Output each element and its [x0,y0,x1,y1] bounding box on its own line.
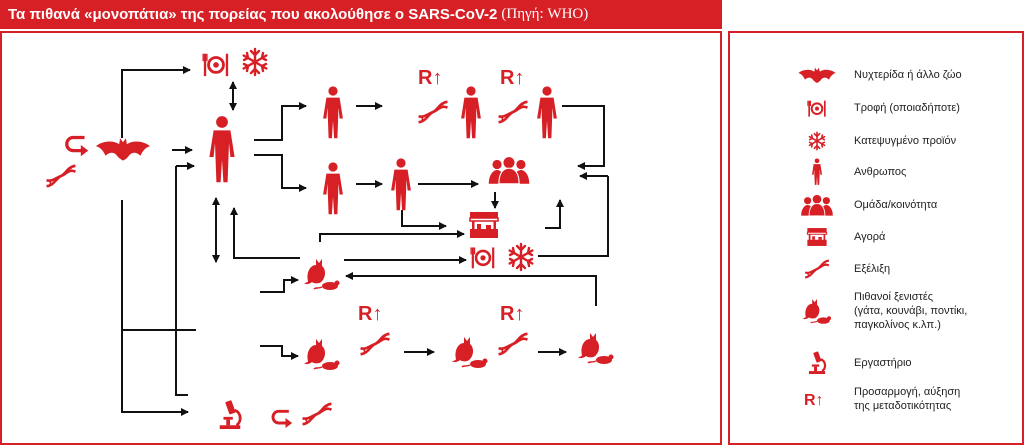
legend-label: Ανθρωπος [854,166,907,178]
dna-icon [803,258,831,280]
snowflake-icon [242,47,268,77]
human-icon [537,86,557,139]
legend-label-main: Πιθανοί ξενιστές [854,291,934,303]
market-icon [469,211,499,239]
legend-label: Εργαστήριο [854,357,912,369]
food-plate-icon [470,246,496,270]
market-icon [806,226,828,248]
legend-item: Ομάδα/κοινότητα [732,190,1022,220]
adaptation-mark: R↑ [500,303,524,325]
adaptation-mark: R↑ [418,67,442,89]
legend-label: Κατεψυγμένο προϊόν [854,135,957,147]
diagram-frame [0,31,722,445]
bat-icon [797,65,837,85]
legend-label: Νυχτερίδα ή άλλο ζώο [854,69,962,81]
arrow-bat-to-lab [121,200,189,416]
food-plate-icon [807,98,827,118]
title-bar: Τα πιθανά «μονοπάτια» της πορείας που ακ… [0,0,722,29]
host-animals-icon [303,338,341,371]
human-icon [391,158,411,211]
host-animals-icon [577,332,615,365]
legend: Νυχτερίδα ή άλλο ζώο Τροφή (οποιαδήποτε)… [732,40,1022,440]
diagram-source: (Πηγή: WHO) [501,6,589,22]
legend-label: Εξέλιξη [854,263,891,275]
dna-icon [497,100,529,124]
dna-icon [497,332,529,356]
legend-label-main: Προσαρμογή, αύξηση [854,386,961,398]
legend-frame [728,31,1024,445]
group-icon [488,156,530,184]
legend-item: Εργαστήριο [732,348,1022,378]
group-icon [799,194,835,216]
loop-icon [271,409,294,428]
legend-label: Τροφή (οποιαδήποτε) [854,102,960,114]
adaptation-mark: R↑ [500,67,524,89]
legend-item: Κατεψυγμένο προϊόν [732,126,1022,156]
host-animals-icon [451,336,489,369]
adaptation-mark: R↑ [804,392,824,409]
host-animals-icon [801,297,833,325]
human-icon [811,158,823,186]
legend-label: Ομάδα/κοινότητα [854,199,938,211]
loop-icon [65,135,91,157]
host-animals-icon [303,258,341,291]
microscope-icon [806,350,828,376]
human-icon [323,86,343,139]
legend-label: Αγορά [854,231,886,243]
human-icon [323,162,343,215]
pathway-diagram: R↑ R↑ R↑ R↑ [45,47,615,431]
dna-icon [359,332,391,356]
legend-item: Εξέλιξη [732,254,1022,284]
legend-item: Νυχτερίδα ή άλλο ζώο [732,60,1022,90]
food-plate-icon [202,52,230,78]
legend-label-sub: (γάτα, κουνάβι, ποντίκι, παγκολίνος κ.λπ… [854,305,968,331]
snowflake-icon [807,131,827,151]
legend-item: R↑ Προσαρμογή, αύξηση της μεταδοτικότητα… [732,384,1022,414]
dna-icon [301,402,333,426]
human-icon [461,86,481,139]
legend-label: Προσαρμογή, αύξηση της μεταδοτικότητας [854,385,1022,413]
diagram-title: Τα πιθανά «μονοπάτια» της πορείας που ακ… [8,6,498,23]
legend-item: Τροφή (οποιαδήποτε) [732,93,1022,123]
adaptation-mark: R↑ [358,303,382,325]
dna-icon [417,100,449,124]
microscope-icon [218,398,242,431]
legend-item: Αγορά [732,222,1022,252]
line-bat-long-branch [175,166,188,396]
snowflake-icon [508,242,534,272]
legend-item: Ανθρωπος [732,157,1022,187]
adaptation-icon: R↑ [804,392,824,409]
legend-label-sub: της μεταδοτικότητας [854,400,952,412]
arrow-bat-to-food [121,66,191,138]
human-icon [209,116,235,183]
bat-icon [95,138,151,161]
legend-item: Πιθανοί ξενιστές (γάτα, κουνάβι, ποντίκι… [732,290,1022,332]
legend-label: Πιθανοί ξενιστές (γάτα, κουνάβι, ποντίκι… [854,290,1022,332]
dna-icon [45,164,77,188]
